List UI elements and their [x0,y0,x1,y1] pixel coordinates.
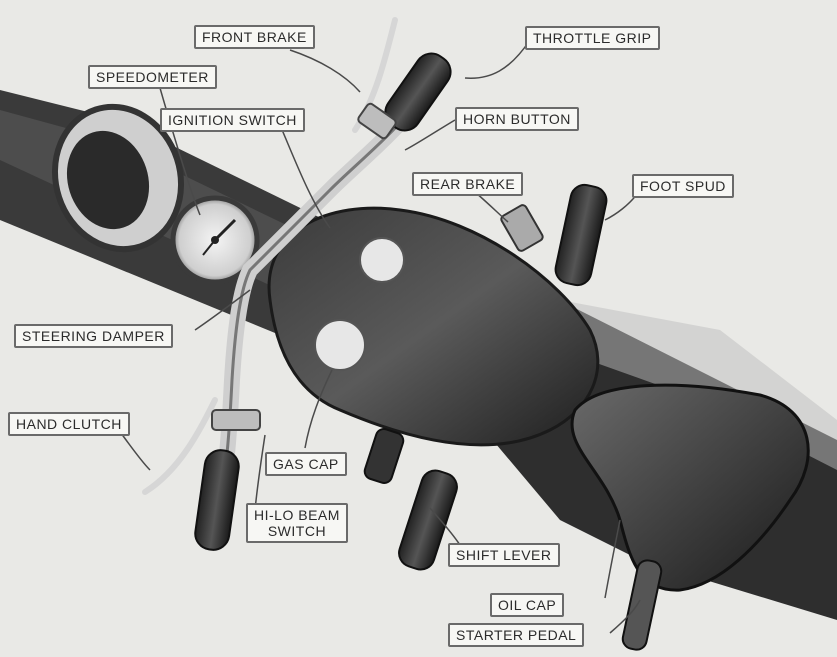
label-ignition-switch: IGNITION SWITCH [160,108,305,132]
label-horn-button: HORN BUTTON [455,107,579,131]
label-throttle-grip: THROTTLE GRIP [525,26,660,50]
label-hi-lo-beam-line1: HI-LO BEAM [254,507,340,523]
label-oil-cap: OIL CAP [490,593,564,617]
label-hand-clutch: HAND CLUTCH [8,412,130,436]
label-front-brake: FRONT BRAKE [194,25,315,49]
label-hi-lo-beam-line2: SWITCH [254,523,340,539]
label-foot-spud: FOOT SPUD [632,174,734,198]
label-speedometer: SPEEDOMETER [88,65,217,89]
label-rear-brake: REAR BRAKE [412,172,523,196]
label-steering-damper: STEERING DAMPER [14,324,173,348]
label-gas-cap: GAS CAP [265,452,347,476]
label-shift-lever: SHIFT LEVER [448,543,560,567]
label-hi-lo-beam-switch: HI-LO BEAM SWITCH [246,503,348,543]
label-starter-pedal: STARTER PEDAL [448,623,584,647]
